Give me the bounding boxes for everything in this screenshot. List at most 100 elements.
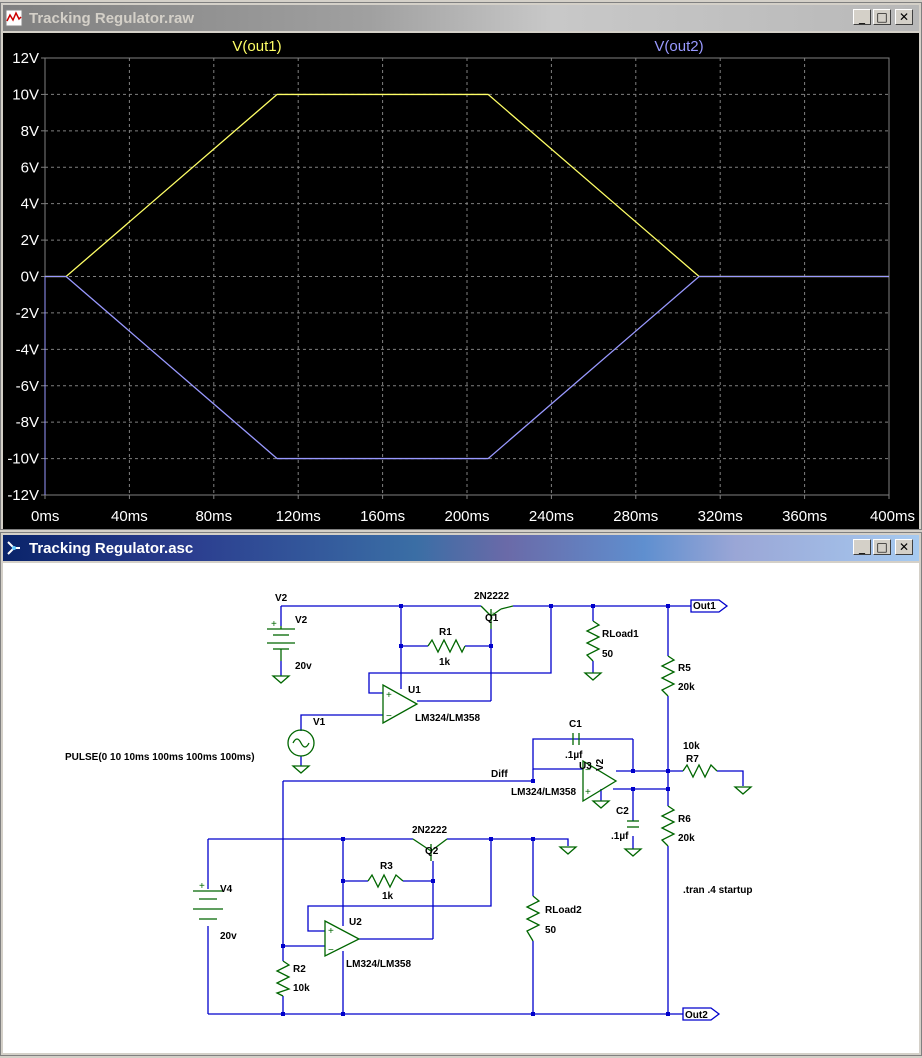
label-out2: Out2 [685,1010,708,1021]
label-r7-val: 10k [683,741,700,752]
u1-minus: − [386,711,392,722]
label-r2-val: 10k [293,983,310,994]
label-tran-directive: .tran .4 startup [683,885,752,896]
y-tick-label: 4V [21,196,39,213]
label-rload2-name: RLoad2 [545,905,582,916]
label-v2-val: 20v [295,661,312,672]
label-out1: Out1 [693,601,716,612]
u3-plus: + [585,787,591,798]
label-q1-model: 2N2222 [474,591,509,602]
waveform-window[interactable]: Tracking Regulator.raw _ □ ✕ 0ms 40ms 80ms… [0,2,922,530]
label-q1-name: Q1 [485,613,499,624]
minimize-button[interactable]: _ [853,9,871,25]
labels: V2 V2 20v 2N2222 Q1 Out1 R1 1k RLoad1 50… [65,591,752,1021]
x-tick-label: 200ms [444,508,489,525]
label-u2-model: LM324/LM358 [346,959,411,970]
y-tick-label: -6V [16,378,39,395]
x-tick-label: 120ms [276,508,321,525]
label-r6-val: 20k [678,833,695,844]
maximize-button[interactable]: □ [873,539,891,555]
waveform-plot-pane[interactable]: 0ms 40ms 80ms 120ms 160ms 200ms 240ms 280ms 320m… [3,33,919,529]
x-tick-label: 40ms [111,508,148,525]
label-u3-name: U3 [579,761,592,772]
close-icon: ✕ [899,11,909,23]
x-tick-label: 320ms [698,508,743,525]
label-v1-source: PULSE(0 10 10ms 100ms 100ms 100ms) [65,752,255,763]
x-tick-label: 280ms [613,508,658,525]
label-r1-val: 1k [439,657,451,668]
v2-plus: + [271,619,277,630]
x-tick-label: 360ms [782,508,827,525]
y-tick-label: 8V [21,123,39,140]
wires [208,606,743,1014]
y-tick-label: 10V [12,86,39,103]
close-icon: ✕ [899,541,909,553]
schematic-canvas[interactable]: + − − + + − + + V2 V2 20v 2N2222 Q1 Out1… [3,563,919,1053]
y-tick-label: -2V [16,305,39,322]
maximize-icon: □ [876,541,887,553]
x-tick-label: 160ms [360,508,405,525]
label-v2-name: V2 [295,615,308,626]
waveform-chart[interactable]: 0ms 40ms 80ms 120ms 160ms 200ms 240ms 280ms 320m… [3,33,919,529]
minimize-button[interactable]: _ [853,539,871,555]
schematic-titlebar[interactable]: Tracking Regulator.asc _ □ ✕ [3,535,919,561]
y-tick-label: 6V [21,159,39,176]
label-r3-val: 1k [382,891,394,902]
schematic-window[interactable]: Tracking Regulator.asc _ □ ✕ [0,532,922,1056]
y-tick-label: 0V [21,269,39,286]
y-tick-label: -12V [7,487,39,504]
label-c2-name: C2 [616,806,629,817]
label-c1-name: C1 [569,719,582,730]
legend-label-2: V(out2) [654,38,703,55]
minimize-icon: _ [859,541,865,553]
label-r5-val: 20k [678,682,695,693]
label-v2-net: V2 [275,593,288,604]
label-c2-val: .1µf [611,831,629,842]
u1-plus: + [386,690,392,701]
label-u2-name: U2 [349,917,362,928]
label-v2-rotated: V2 [595,758,606,771]
label-c1-val: .1µf [565,750,583,761]
x-tick-label: 400ms [870,508,915,525]
waveform-icon [5,9,23,27]
waveform-window-title: Tracking Regulator.raw [29,10,194,27]
u2-plus: + [328,926,334,937]
y-tick-label: -8V [16,414,39,431]
schematic-icon [5,539,23,557]
y-tick-label: 12V [12,50,39,67]
legend-label-1: V(out1) [232,38,281,55]
schematic-window-title: Tracking Regulator.asc [29,540,193,557]
close-button[interactable]: ✕ [895,539,913,555]
label-r2-name: R2 [293,964,306,975]
label-u3-model: LM324/LM358 [511,787,576,798]
label-r1-name: R1 [439,627,452,638]
components [193,606,751,996]
x-tick-label: 80ms [195,508,232,525]
label-rload2-val: 50 [545,925,557,936]
x-tick-label: 0ms [31,508,59,525]
label-rload1-val: 50 [602,649,614,660]
waveform-titlebar[interactable]: Tracking Regulator.raw _ □ ✕ [3,5,919,31]
v4-plus: + [199,881,205,892]
minimize-icon: _ [859,11,865,23]
label-r6-name: R6 [678,814,691,825]
x-tick-label: 240ms [529,508,574,525]
u2-minus: − [328,945,334,956]
label-rload1-name: RLoad1 [602,629,639,640]
label-diff-net: Diff [491,769,508,780]
y-tick-label: 2V [21,232,39,249]
schematic-diagram[interactable]: + − − + + − + + V2 V2 20v 2N2222 Q1 Out1… [3,563,919,1053]
label-q2-model: 2N2222 [412,825,447,836]
close-button[interactable]: ✕ [895,9,913,25]
label-q2-name: Q2 [425,846,439,857]
maximize-button[interactable]: □ [873,9,891,25]
label-v4-name: V4 [220,884,233,895]
y-tick-label: -4V [16,341,39,358]
junctions [281,604,670,1016]
label-r3-name: R3 [380,861,393,872]
label-v1-name: V1 [313,717,326,728]
label-r7-name: R7 [686,754,699,765]
y-tick-label: -10V [7,451,39,468]
label-u1-name: U1 [408,685,421,696]
label-v4-val: 20v [220,931,237,942]
